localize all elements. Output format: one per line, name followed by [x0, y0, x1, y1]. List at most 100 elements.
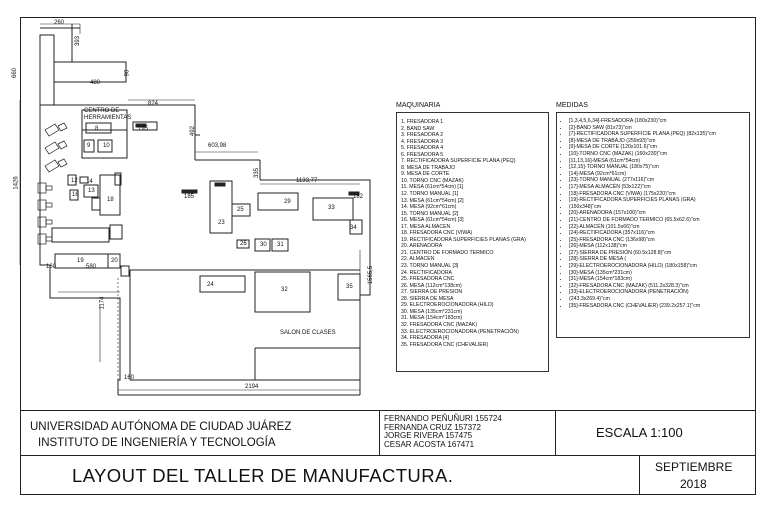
machine-195: 195 — [138, 126, 149, 132]
medidas-item: [27]-SIERRA DE PRESIÓN (60.5x128.8)"cm — [569, 250, 746, 257]
machine-24: 24 — [207, 282, 214, 288]
machine-25: 25 — [237, 207, 244, 213]
maquinaria-item: 15. TORNO MANUAL [2] — [401, 210, 459, 217]
dim-480: 480 — [90, 80, 101, 86]
medidas-item: [19]-RECTIFICADORA SUPERFICIES PLANAS (G… — [569, 197, 746, 204]
maquinaria-item: 29. ELECTROEROCIONADORA (HILO) — [401, 302, 494, 309]
maquinaria-item: 14. MESA (92cm*61cm) — [401, 204, 457, 211]
title-block-date-cell — [639, 455, 756, 495]
medidas-item: [2]-BAND SAW (81x73)"cm — [569, 125, 746, 132]
maquinaria-item: 7. RECTIFICADORA SUPERFICIE PLANA (PEQ) — [401, 158, 516, 165]
medidas-item: [14]-MESA (92cm*61cm) — [569, 171, 746, 178]
maquinaria-item: 5. FRESADORA 4 — [401, 145, 444, 152]
machine-14: 14 — [86, 179, 93, 185]
maquinaria-item: 32. FRESADORA CNC (MAZAK) — [401, 321, 478, 328]
medidas-item: [1,3,4,5,6,34]-FRESADORA (180x230)"cm — [569, 118, 746, 125]
maquinaria-item: 26. MESA (112cm*138cm) — [401, 282, 462, 289]
machine-12: 12 — [71, 178, 78, 184]
machine-23: 23 — [218, 220, 225, 226]
author-4: CESAR ACOSTA 167471 — [384, 439, 475, 449]
dim-160-top: 160 — [46, 264, 57, 270]
maquinaria-item: 16. MESA (61cm*54cm) [3] — [401, 217, 464, 224]
maquinaria-item: 31. MESA (154cm*183cm) — [401, 315, 463, 322]
machine-35: 35 — [346, 284, 353, 290]
maquinaria-item: 1. FRESADORA 1 — [401, 119, 444, 125]
medidas-item: (150x348)"cm — [569, 204, 746, 211]
medidas-item: [17]-MESA ALMACÉN (53x122)"cm — [569, 184, 746, 191]
machine-9: 9 — [87, 143, 91, 149]
dim-1426: 1426 — [13, 176, 20, 190]
maquinaria-item: 6. FRESADORA 5 — [401, 151, 444, 158]
medidas-heading: MEDIDAS — [556, 102, 588, 109]
maquinaria-item: 30. MESA (135cm*231cm) — [401, 308, 463, 315]
maquinaria-item: 17. MESA ALMACEN — [401, 223, 451, 230]
title-block-university-cell — [20, 410, 380, 456]
maquinaria-item: 9. MESA DE CORTE — [401, 171, 450, 178]
machine-31: 31 — [277, 242, 284, 248]
medidas-item: [26]-MESA (112x138)"cm — [569, 243, 746, 250]
maquinaria-item: 23. TORNO MANUAL [3] — [401, 263, 459, 270]
maquinaria-item: 19. RECTIFICADORA SUPERFICIES PLANAS (GR… — [401, 236, 526, 243]
medidas-item: [21]-CENTRO DE FORMADO TERMICO (65.5x62.… — [569, 217, 746, 224]
dim-260: 260 — [54, 20, 65, 26]
machine-32: 32 — [281, 287, 288, 293]
machine-18: 18 — [107, 197, 114, 203]
institute-name: INSTITUTO DE INGENIERÍA Y TECNOLOGÍA — [38, 437, 276, 449]
maquinaria-item: 20. ARENADORA — [401, 243, 443, 250]
drawing-title: LAYOUT DEL TALLER DE MANUFACTURA. — [72, 465, 454, 486]
medidas-item: [32]-FRESADORA CNC (MAZAK) (511.2x328.3)… — [569, 283, 746, 290]
maquinaria-item: 4. FRESADORA 3 — [401, 138, 444, 145]
medidas-item: (243.3x269.4)"cm — [569, 296, 746, 303]
maquinaria-item: 12. TORNO MANUAL [1] — [401, 191, 459, 198]
dim-660: 660 — [12, 67, 19, 79]
medidas-item: [7]-RECTIFICADORA SUPERFICIE PLANA (PEQ)… — [569, 131, 746, 138]
medidas-item: [20]-ARENADORA (157x100)"cm — [569, 210, 746, 217]
dim-603: 603,98 — [208, 143, 227, 149]
maquinaria-item: 28. SIERRA DE MESA — [401, 295, 454, 302]
maquinaria-item: 3. FRESADORA 2 — [401, 132, 444, 139]
medidas-item: [8]-MESA DE TRABAJO (259x93)"cm — [569, 138, 746, 145]
scale-label: ESCALA 1:100 — [596, 425, 683, 440]
maquinaria-item: 33. ELECTROEROCIONADORA (PENETRACIÓN) — [401, 328, 519, 335]
medidas-item: [24]-RECTIFICADORA (357x116)"cm — [569, 230, 746, 237]
medidas-item: [12,15]-TORNO MANUAL (180x75)"cm — [569, 164, 746, 171]
medidas-item: [33]-ELECTROEROCIONADORA (PENETRACIÓN) — [569, 289, 746, 296]
maquinaria-item: 27. SIERRA DE PRESION — [401, 289, 463, 296]
maquinaria-item: 25. FRESADORA CNC — [401, 276, 455, 283]
maquinaria-item: 18. FRESADORA CNC (VIWA) — [401, 230, 473, 237]
maquinaria-item: 10. TORNO CNC (MAZAK) — [401, 177, 464, 184]
machine-19: 19 — [77, 258, 84, 264]
medidas-item: [29]-ELECTROEROCIONADORA (HILO) (180x158… — [569, 263, 746, 270]
machine-33: 33 — [328, 205, 335, 211]
maquinaria-item: 34. FRESADORA [4] — [401, 335, 449, 342]
author-2: FERNANDA CRUZ 157372 — [384, 422, 481, 432]
medidas-item: [9]-MESA DE CORTE (120x101.6)"cm — [569, 144, 746, 151]
medidas-item: [10]-TORNO CNC (MAZAK) (160x230)"cm — [569, 151, 746, 158]
machine-8: 8 — [95, 126, 99, 132]
maquinaria-item: 2. BAND SAW — [401, 125, 435, 132]
machine-34: 34 — [350, 225, 357, 231]
top-room — [53, 61, 127, 83]
machine-26: 26 — [240, 241, 247, 247]
dim-824: 824 — [148, 101, 159, 107]
machine-185: 185 — [184, 194, 195, 200]
dim-1565: 1565,5 — [368, 265, 375, 285]
author-1: FERNANDO PEÑUÑURI 155724 — [384, 414, 502, 423]
medidas-item: [31]-MESA (154cm*183cm) — [569, 276, 746, 283]
maquinaria-heading: MAQUINARIA — [396, 102, 441, 109]
dim-393: 393 — [75, 35, 82, 47]
machine-10: 10 — [103, 143, 110, 149]
machine-182: 182 — [353, 194, 364, 200]
medidas-item: [22]-ALMACÉN (101.5x66)"cm — [569, 224, 746, 231]
building-outline — [39, 100, 121, 395]
author-3: JORGE RIVERA 157475 — [384, 431, 473, 441]
top-corridor — [39, 34, 55, 106]
machine-13: 13 — [88, 188, 95, 194]
maquinaria-item: 11. MESA (61cm*54cm) [1] — [401, 184, 464, 191]
dim-90: 90 — [124, 69, 131, 77]
machine-29: 29 — [284, 199, 291, 205]
medidas-item: [18]-FRESADORA CNC (VIWA) (175x220)"cm — [569, 191, 746, 198]
dim-580: 580 — [86, 264, 97, 270]
